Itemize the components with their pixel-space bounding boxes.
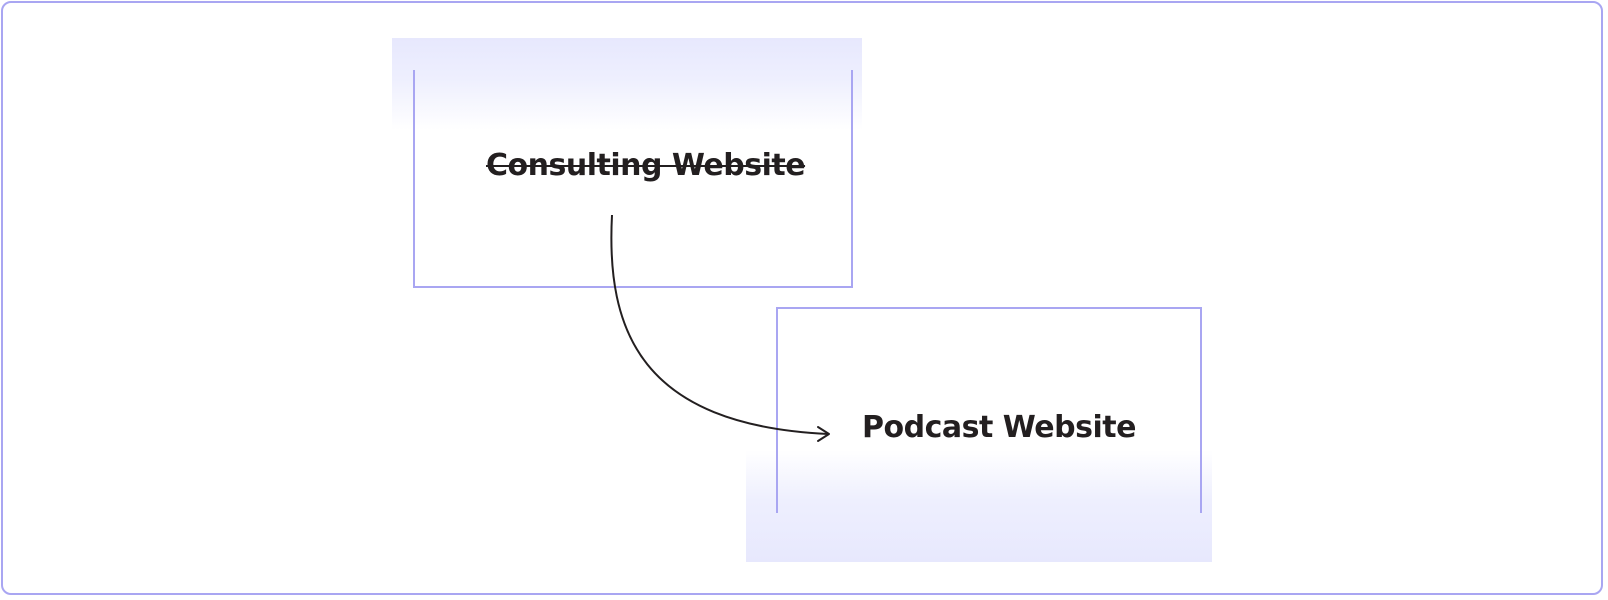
bottom-glow xyxy=(746,450,1212,562)
top-glow xyxy=(392,38,862,130)
new-website-label: Podcast Website xyxy=(862,410,1136,445)
old-website-label: Consulting Website xyxy=(486,148,806,183)
